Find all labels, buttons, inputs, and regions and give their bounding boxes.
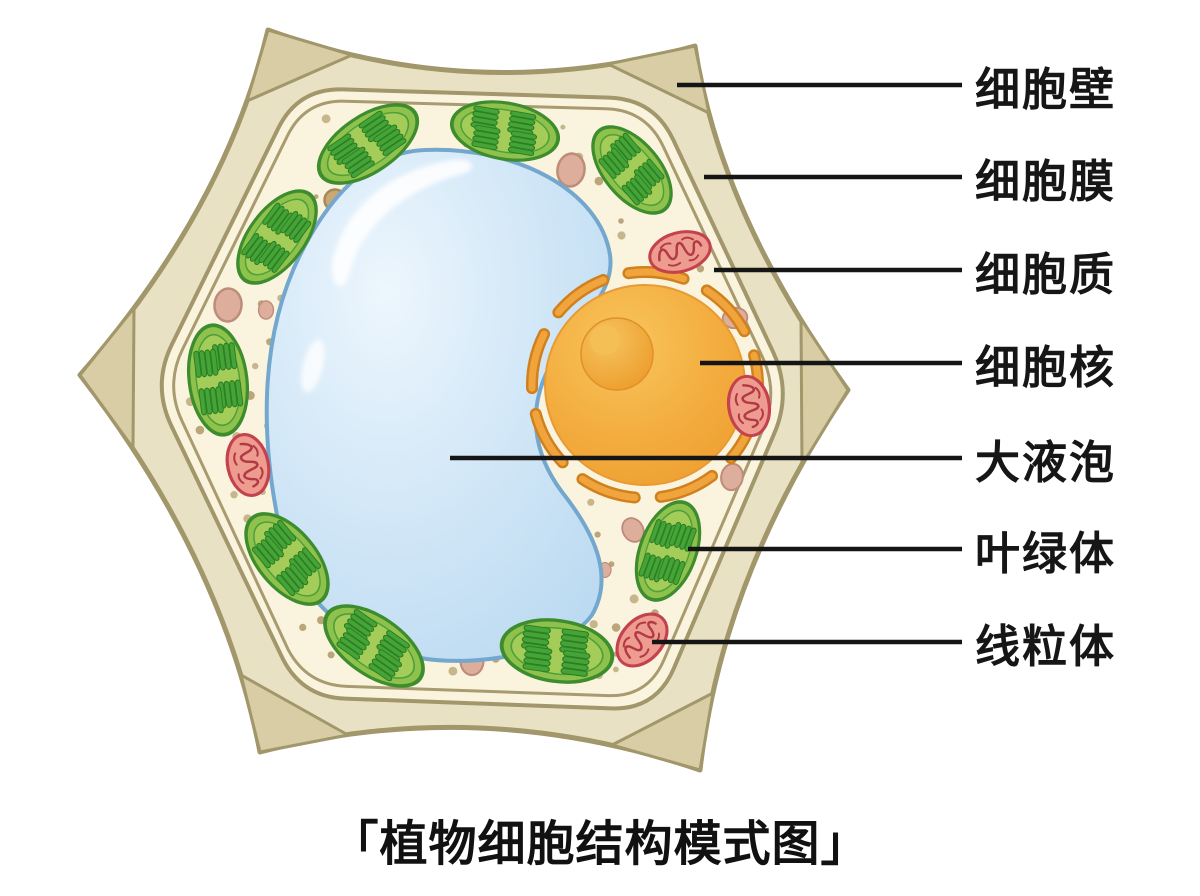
cell-wall-junctions <box>78 28 850 772</box>
diagram-title: 「植物细胞结构模式图」 <box>330 818 870 871</box>
junction-top-right <box>606 44 711 115</box>
vacuole-highlight-small <box>301 339 325 393</box>
junction-top-left <box>245 28 354 103</box>
label-cell-wall: 细胞壁 <box>975 63 1117 115</box>
label-vacuole: 大液泡 <box>975 436 1117 488</box>
nucleolus-highlight <box>590 325 620 355</box>
vacuole-highlight <box>331 159 473 287</box>
nucleolus <box>580 317 654 391</box>
junction-left <box>78 306 136 450</box>
label-mitochondrion: 线粒体 <box>975 620 1117 672</box>
junction-right <box>799 317 850 467</box>
junction-bottom-left <box>239 673 350 754</box>
label-cytoplasm: 细胞质 <box>975 248 1117 300</box>
label-cell-membrane: 细胞膜 <box>975 155 1117 207</box>
label-nucleus: 细胞核 <box>975 341 1117 393</box>
label-chloroplast: 叶绿体 <box>975 527 1117 579</box>
leader-lines <box>450 82 962 645</box>
nucleus-body <box>544 284 746 486</box>
vesicle <box>257 300 275 320</box>
junction-bottom-right <box>610 691 715 772</box>
